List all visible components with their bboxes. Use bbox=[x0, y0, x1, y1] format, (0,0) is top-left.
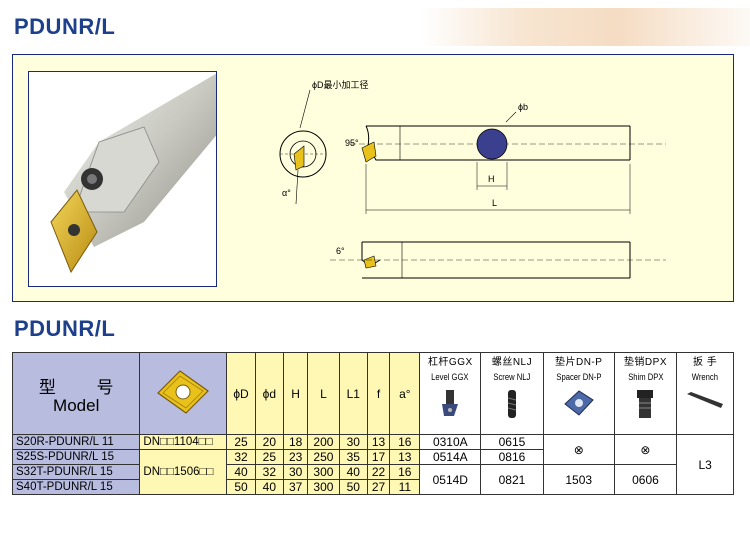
dim-cell: 25 bbox=[226, 434, 256, 450]
screw-cell: 0816 bbox=[480, 449, 544, 465]
model-cell: S40T-PDUNR/L 15 bbox=[11, 479, 141, 495]
insert-image bbox=[139, 352, 228, 435]
dim-cell: 11 bbox=[389, 479, 421, 495]
dim-cell: 23 bbox=[282, 449, 309, 465]
page-title: PDUNR/L bbox=[14, 14, 116, 39]
dim-h-label: H bbox=[488, 174, 495, 184]
dim-cell: 25 bbox=[254, 449, 284, 465]
dim-cell: 30 bbox=[338, 434, 368, 450]
col-header-D: ϕD bbox=[226, 352, 256, 435]
dim-cell: 50 bbox=[338, 479, 368, 495]
col-header-screw: 螺丝NLJ Screw NLJ bbox=[480, 352, 544, 435]
table-title: PDUNR/L bbox=[14, 316, 116, 341]
screw-cell: 0821 bbox=[480, 464, 544, 495]
insert-cell: DN□□1506□□ bbox=[139, 449, 228, 495]
model-cell: S20R-PDUNR/L 11 bbox=[11, 434, 141, 450]
dim-cell: 17 bbox=[366, 449, 391, 465]
spacer-icon bbox=[563, 390, 594, 416]
screw-cell: 0615 bbox=[480, 434, 544, 450]
shim-icon bbox=[637, 390, 654, 418]
header-decoration bbox=[420, 8, 750, 46]
dim-cell: 37 bbox=[282, 479, 309, 495]
dim-cell: 30 bbox=[282, 464, 309, 480]
model-cell: S25S-PDUNR/L 15 bbox=[11, 449, 141, 465]
dim-cell: 300 bbox=[307, 464, 340, 480]
model-cell: S32T-PDUNR/L 15 bbox=[11, 464, 141, 480]
col-header-wrench: 扳 手 Wrench bbox=[676, 352, 734, 435]
lever-icon bbox=[442, 390, 459, 416]
col-header-shim: 垫销DPX Shim DPX bbox=[613, 352, 678, 435]
side-angle-label: 6° bbox=[336, 246, 345, 256]
col-header-a: a° bbox=[389, 352, 421, 435]
dim-cell: 32 bbox=[226, 449, 256, 465]
dim-cell: 40 bbox=[254, 479, 284, 495]
dim-cell: 250 bbox=[307, 449, 340, 465]
table-row: S40T-PDUNR/L 15 50 40 37 300 50 27 11 bbox=[11, 479, 734, 495]
insert-cell: DN□□1104□□ bbox=[139, 434, 228, 450]
model-header: 型 号 Model bbox=[11, 352, 141, 435]
dim-cell: 35 bbox=[338, 449, 368, 465]
lever-cell: 0514D bbox=[419, 464, 482, 495]
dim-cell: 200 bbox=[307, 434, 340, 450]
col-header-L1: L1 bbox=[338, 352, 368, 435]
table-row: S20R-PDUNR/L 11 DN□□1104□□ 25 20 18 200 … bbox=[11, 434, 734, 495]
technical-drawing: ϕD最小加工径 α° ϕb 95° H L 6° bbox=[279, 79, 666, 279]
dim-cell: 16 bbox=[389, 464, 421, 480]
lever-cell: 0514A bbox=[419, 449, 482, 465]
spacer-cell: ⊗ bbox=[542, 434, 615, 465]
lever-cell: 0310A bbox=[419, 434, 482, 450]
dim-cell: 18 bbox=[282, 434, 309, 450]
screw-icon bbox=[507, 390, 517, 418]
dim-cell: 13 bbox=[366, 434, 391, 450]
table-row: S25S-PDUNR/L 15 DN□□1506□□ 32 25 23 250 … bbox=[11, 449, 734, 495]
tool-photo bbox=[28, 71, 217, 287]
dim-cell: 27 bbox=[366, 479, 391, 495]
shank-dia-label: ϕb bbox=[518, 102, 528, 112]
spec-table: 型 号 Model ϕD ϕd H L L1 f a° 杠杆GGX Level … bbox=[11, 352, 734, 495]
col-header-L: L bbox=[307, 352, 340, 435]
dim-cell: 300 bbox=[307, 479, 340, 495]
wrench-cell: L3 bbox=[676, 434, 734, 495]
shim-cell: ⊗ bbox=[613, 434, 678, 465]
dim-cell: 40 bbox=[226, 464, 256, 480]
col-header-spacer: 垫片DN-P Spacer DN-P bbox=[542, 352, 615, 435]
dim-cell: 32 bbox=[254, 464, 284, 480]
dim-cell: 40 bbox=[338, 464, 368, 480]
clearance-label: α° bbox=[282, 188, 291, 198]
col-header-lever: 杠杆GGX Level GGX bbox=[419, 352, 482, 435]
wrench-icon bbox=[687, 392, 724, 408]
dim-cell: 16 bbox=[389, 434, 421, 450]
col-header-f: f bbox=[366, 352, 391, 435]
dim-cell: 20 bbox=[254, 434, 284, 450]
dim-l-label: L bbox=[492, 198, 497, 208]
table-row: S32T-PDUNR/L 15 40 32 30 300 40 22 16 05… bbox=[11, 464, 734, 495]
cutting-angle-label: 95° bbox=[345, 138, 359, 148]
shim-cell: 0606 bbox=[613, 464, 678, 495]
min-bore-label: ϕD最小加工径 bbox=[312, 79, 369, 90]
col-header-H: H bbox=[282, 352, 309, 435]
spacer-cell: 1503 bbox=[542, 464, 615, 495]
dim-cell: 50 bbox=[226, 479, 256, 495]
col-header-d: ϕd bbox=[254, 352, 284, 435]
dim-cell: 13 bbox=[389, 449, 421, 465]
dim-cell: 22 bbox=[366, 464, 391, 480]
